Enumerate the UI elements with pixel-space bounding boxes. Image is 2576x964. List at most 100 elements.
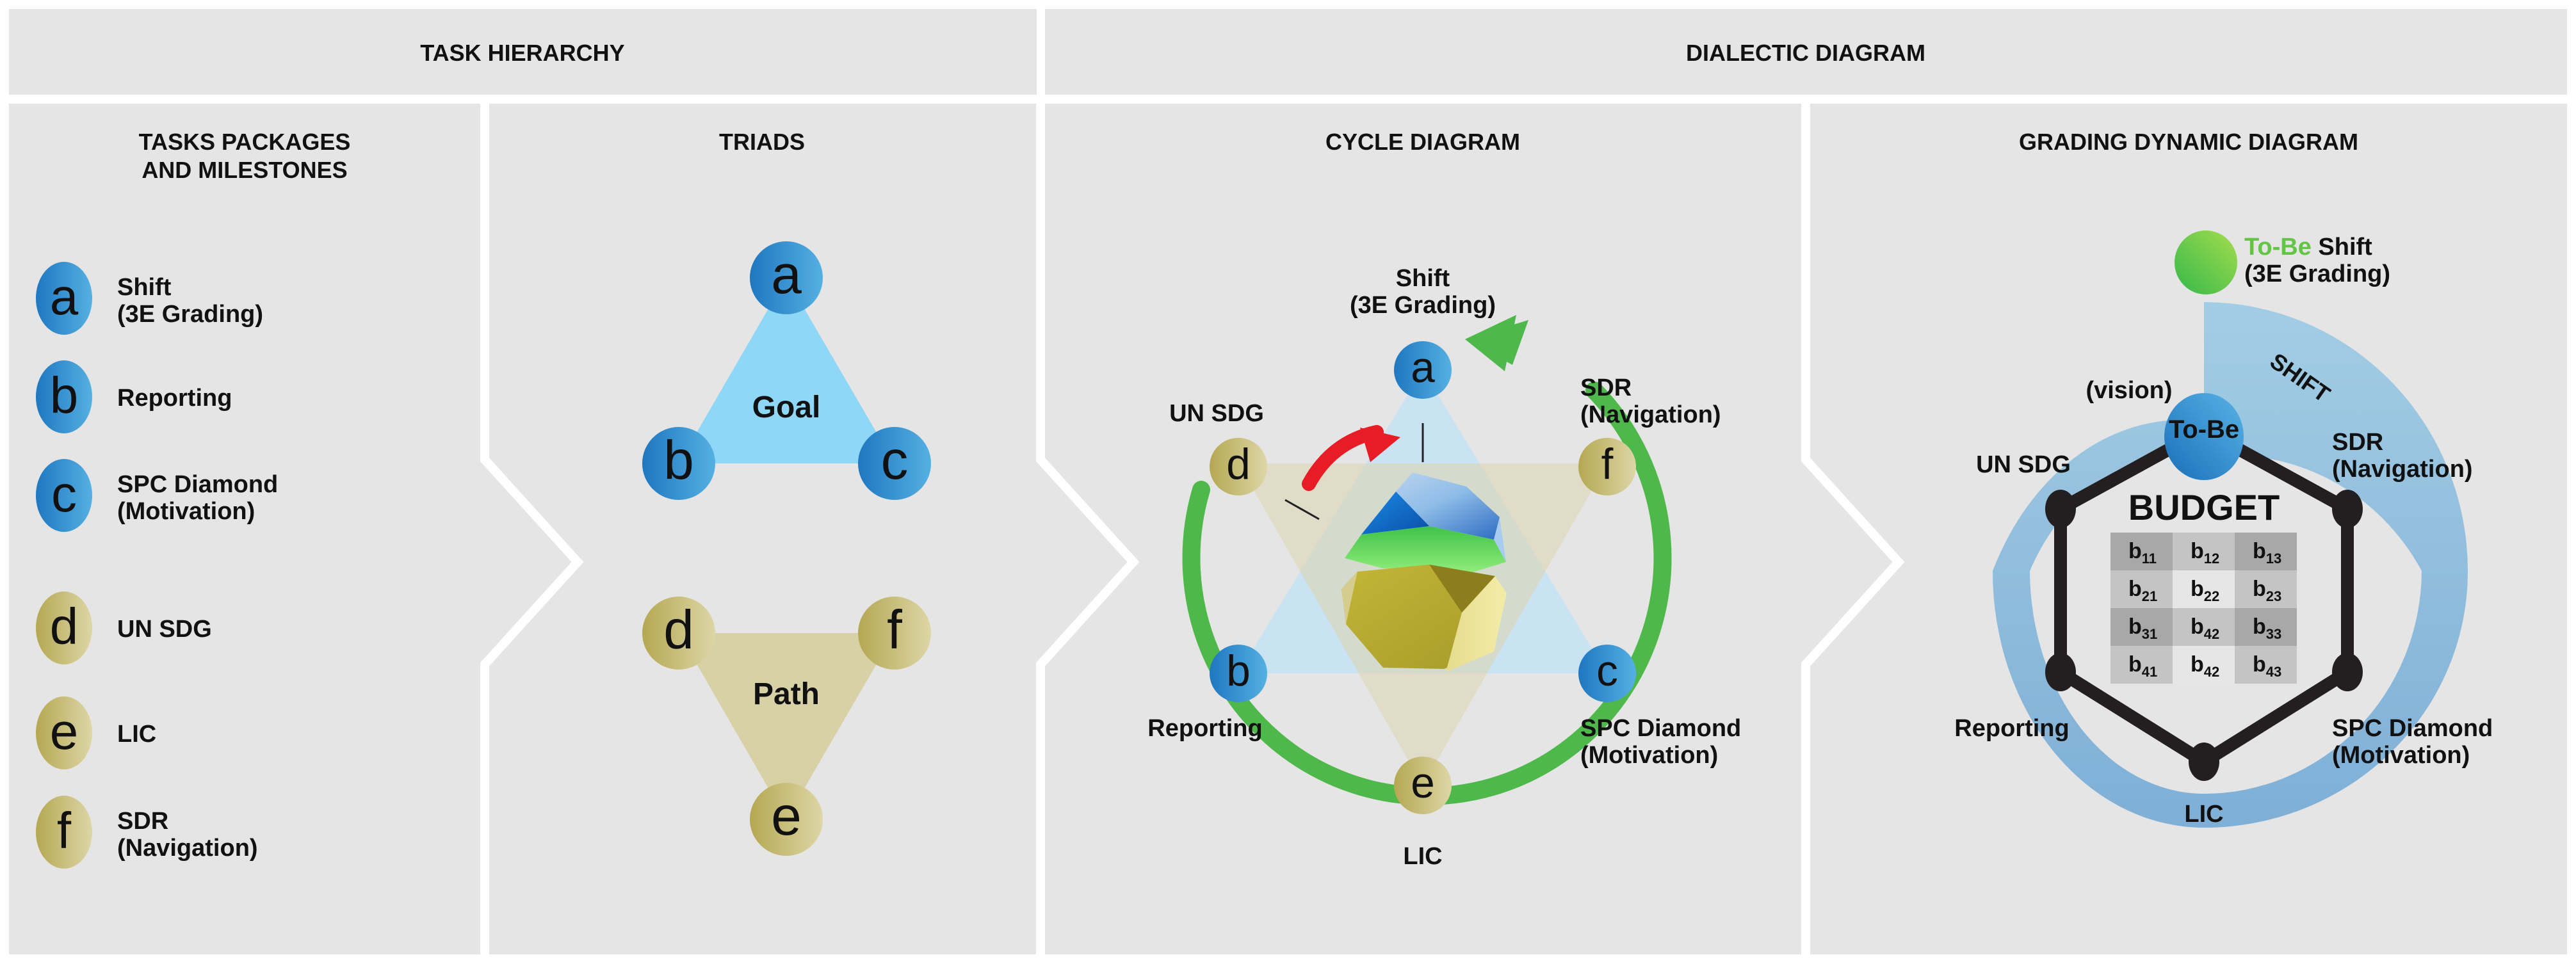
- header-dialectic-diagram: DIALECTIC DIAGRAM: [1045, 9, 2567, 95]
- node-letter: f: [887, 600, 902, 661]
- budget-subscript: 13: [2266, 550, 2281, 566]
- budget-var: b: [2128, 577, 2142, 601]
- budget-cell-label: b33: [2253, 615, 2281, 642]
- task-label: SDR: [117, 808, 168, 835]
- budget-cell: b23: [2235, 570, 2297, 608]
- budget-var: b: [2191, 652, 2204, 677]
- node-letter: a: [771, 245, 802, 305]
- node-letter: e: [1411, 759, 1435, 807]
- budget-cell-bg: [2173, 646, 2235, 684]
- budget-cell-bg: [2110, 608, 2173, 646]
- task-sublabel: (3E Grading): [117, 301, 263, 328]
- node-letter: c: [881, 430, 909, 491]
- gold-node-circle: [1210, 438, 1267, 495]
- tick-line: [1284, 499, 1320, 520]
- budget-cell-label: b22: [2191, 577, 2219, 604]
- cycle-label-un-sdg: UN SDG: [1169, 400, 1264, 427]
- budget-var: b: [2253, 577, 2266, 601]
- budget-subscript: 33: [2266, 626, 2281, 642]
- task-badge: [36, 696, 92, 769]
- cycle-node-b: b: [1210, 645, 1267, 702]
- budget-cell-label: b13: [2253, 539, 2281, 566]
- budget-cell: b41: [2110, 646, 2173, 684]
- panel-title: GRADING DYNAMIC DIAGRAM: [2019, 129, 2358, 155]
- budget-cell-label: b41: [2128, 652, 2157, 680]
- budget-cell: b31: [2110, 608, 2173, 646]
- cycle-label-lic: LIC: [1403, 843, 1442, 870]
- cycle-label-reporting: Reporting: [1147, 715, 1262, 742]
- budget-var: b: [2128, 652, 2142, 677]
- cycle-label-sdr: SDR: [1580, 374, 1632, 401]
- task-letter: c: [51, 465, 77, 522]
- node-letter: e: [771, 786, 802, 847]
- budget-subscript: 22: [2204, 588, 2219, 604]
- budget-subscript: 41: [2142, 664, 2157, 680]
- cycle-node-c: c: [1578, 645, 1636, 702]
- triad-node-b: b: [642, 427, 715, 500]
- budget-cell: b43: [2235, 646, 2297, 684]
- header-title: DIALECTIC DIAGRAM: [1686, 40, 1925, 66]
- grading-label-lic: LIC: [2184, 801, 2223, 828]
- panel-grading-dynamic: GRADING DYNAMIC DIAGRAM SHIFT To-Be To-B…: [1954, 129, 2493, 828]
- budget-title: BUDGET: [2128, 487, 2280, 527]
- cycle-arc: [1182, 382, 1672, 805]
- triad-node-d: d: [642, 597, 715, 670]
- task-letter: a: [50, 268, 79, 325]
- gold-node-circle: [858, 597, 931, 670]
- task-badge: [36, 262, 92, 335]
- cycle-arrowhead-fill: [1465, 315, 1516, 371]
- budget-subscript: 42: [2204, 626, 2219, 642]
- budget-cell-bg: [2110, 570, 2173, 608]
- budget-var: b: [2191, 615, 2204, 639]
- budget-subscript: 12: [2204, 550, 2219, 566]
- hexagon-vertex: [2332, 653, 2363, 691]
- blue-node-circle: [642, 427, 715, 500]
- chevron-divider-2: [1036, 104, 1140, 954]
- node-letter: b: [663, 430, 694, 491]
- goal-triangle: [679, 278, 895, 463]
- budget-cell: b42: [2173, 608, 2235, 646]
- tobe-shift-label: To-Be Shift: [2244, 234, 2372, 261]
- tobe-node-label: To-Be: [2169, 415, 2239, 444]
- budget-cell-bg: [2173, 608, 2235, 646]
- shift-text: Shift: [2312, 234, 2372, 261]
- header-bar: [1045, 9, 2567, 95]
- blue-node-circle: [858, 427, 931, 500]
- budget-cell-bg: [2235, 570, 2297, 608]
- node-letter: b: [1226, 647, 1251, 695]
- budget-subscript: 42: [2204, 664, 2219, 680]
- triad-node-f: f: [858, 597, 931, 670]
- panel-title-line1: TASKS PACKAGES: [139, 129, 351, 155]
- task-label: LIC: [117, 721, 156, 748]
- panel-title: TRIADS: [719, 129, 805, 155]
- task-badge: [36, 459, 92, 532]
- task-sublabel: (Navigation): [117, 835, 258, 862]
- hexagon-vertex: [2189, 743, 2219, 781]
- chevron-divider-3: [1801, 104, 1905, 954]
- panel-dividers: [480, 104, 1905, 954]
- budget-var: b: [2128, 539, 2142, 563]
- budget-cell-bg: [2235, 646, 2297, 684]
- budget-var: b: [2128, 615, 2142, 639]
- budget-cell-label: b12: [2191, 539, 2219, 566]
- triad-node-e: e: [750, 783, 823, 856]
- node-letter: d: [663, 600, 694, 661]
- grading-label-spc-sub: (Motivation): [2332, 742, 2470, 769]
- cycle-label-spc: SPC Diamond: [1580, 715, 1741, 742]
- header-title: TASK HIERARCHY: [420, 40, 624, 66]
- cycle-node-d: d: [1210, 438, 1267, 495]
- panel-title: CYCLE DIAGRAM: [1325, 129, 1520, 155]
- budget-var: b: [2191, 539, 2204, 563]
- budget-cell-label: b43: [2253, 652, 2281, 680]
- shift-ring: [1992, 302, 2468, 828]
- tobe-shift-ball: [2175, 230, 2237, 294]
- grading-label-spc: SPC Diamond: [2332, 715, 2493, 742]
- budget-cell-label: b21: [2128, 577, 2157, 604]
